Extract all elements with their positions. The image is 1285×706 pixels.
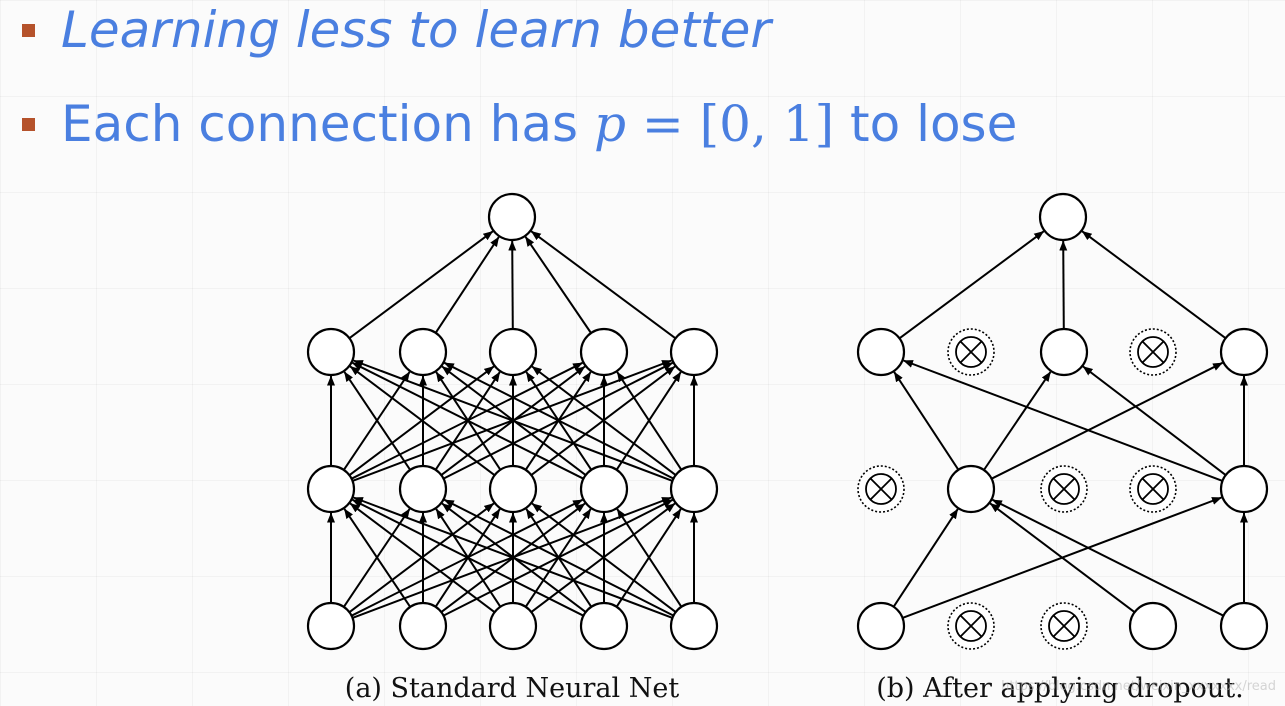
connection-arrow [348,230,494,340]
neuron-unit [1038,192,1088,242]
neuron-unit [306,601,356,651]
connection-arrow [349,502,496,613]
connection-arrow [352,361,584,480]
watermark: https://blog.csdn.net/weixin_xxxxxxx/rea… [1001,679,1276,694]
neuron-unit [1219,327,1269,377]
neuron-unit [306,464,356,514]
panel-standard-net [306,192,719,651]
connection-arrow [616,508,683,608]
math-variable: p [593,95,626,153]
connection-arrow [349,365,496,476]
connection-arrow [616,371,683,471]
connection-arrow [989,502,1136,613]
connection-arrow [991,361,1223,480]
math-expression: = [0, 1] [625,95,835,153]
dropped-unit-cross-icon [1048,610,1080,642]
dropped-unit-cross-icon [1137,336,1169,368]
bullet-marker-icon [22,117,35,131]
neuron-unit [669,327,719,377]
connection-arrow [531,365,677,476]
neuron-unit [1219,601,1269,651]
caption-dropout-net: (b) After applying dropout. [876,673,1244,704]
neuron-unit [487,192,537,242]
neuron-unit [1219,464,1269,514]
bullet-text-prefix: Each connection has [61,95,594,153]
connection-arrow [343,508,412,608]
neuron-unit [306,327,356,377]
dropped-unit-cross-icon [865,473,897,505]
connection-arrow [898,230,1045,340]
connection-arrow [434,236,500,334]
neuron-unit [398,464,448,514]
neuron-unit [398,601,448,651]
connection-arrow [893,371,960,471]
connection-arrow [903,359,1223,482]
neuron-unit [398,327,448,377]
connection-arrow [531,502,677,613]
connection-arrow [353,496,673,619]
dropped-unit-cross-icon [1048,473,1080,505]
connection-arrow [530,230,677,340]
bullet-text: Learning less to learn better [61,1,771,59]
neuron-unit [579,601,629,651]
cross-stroke [959,340,983,364]
neuron-unit [579,327,629,377]
dropped-unit-cross-icon [1137,473,1169,505]
neuron-unit [1039,327,1089,377]
neuron-unit [488,327,538,377]
connection-arrow [352,498,584,617]
connection-arrow [992,498,1224,617]
dropped-unit-cross-icon [955,336,987,368]
cross-stroke [1052,477,1076,501]
connection-arrow [508,240,517,330]
bullet-text-suffix: to lose [834,95,1018,153]
neuron-unit [669,464,719,514]
connection-arrow [443,498,674,617]
neuron-unit [579,464,629,514]
bullet-item: Learning less to learn better [22,0,771,68]
connection-arrow [524,236,592,334]
connection-arrow [1059,240,1068,330]
panel-dropout-net [856,192,1269,651]
connection-arrow [443,361,674,480]
bullet-item: Each connection has p = [0, 1] to lose [22,86,1017,162]
connection-arrow [353,359,673,482]
neuron-unit [856,327,906,377]
cross-stroke [869,477,893,501]
connection-arrow [892,508,959,608]
connection-arrow [983,371,1052,471]
caption-standard-net: (a) Standard Neural Net [345,673,680,704]
dropped-unit-cross-icon [955,610,987,642]
neuron-unit [669,601,719,651]
bullet-text: Each connection has p = [0, 1] to lose [61,99,1017,149]
neuron-unit [1128,601,1178,651]
connection-arrow [1081,230,1227,340]
connection-arrow [343,371,412,471]
neuron-unit [488,464,538,514]
cross-stroke [1141,340,1165,364]
cross-stroke [1052,614,1076,638]
cross-stroke [1141,477,1165,501]
cross-stroke [959,614,983,638]
connection-arrow [1082,365,1227,476]
neuron-unit [946,464,996,514]
neuron-unit [488,601,538,651]
bullet-marker-icon [22,23,35,37]
neuron-unit [856,601,906,651]
